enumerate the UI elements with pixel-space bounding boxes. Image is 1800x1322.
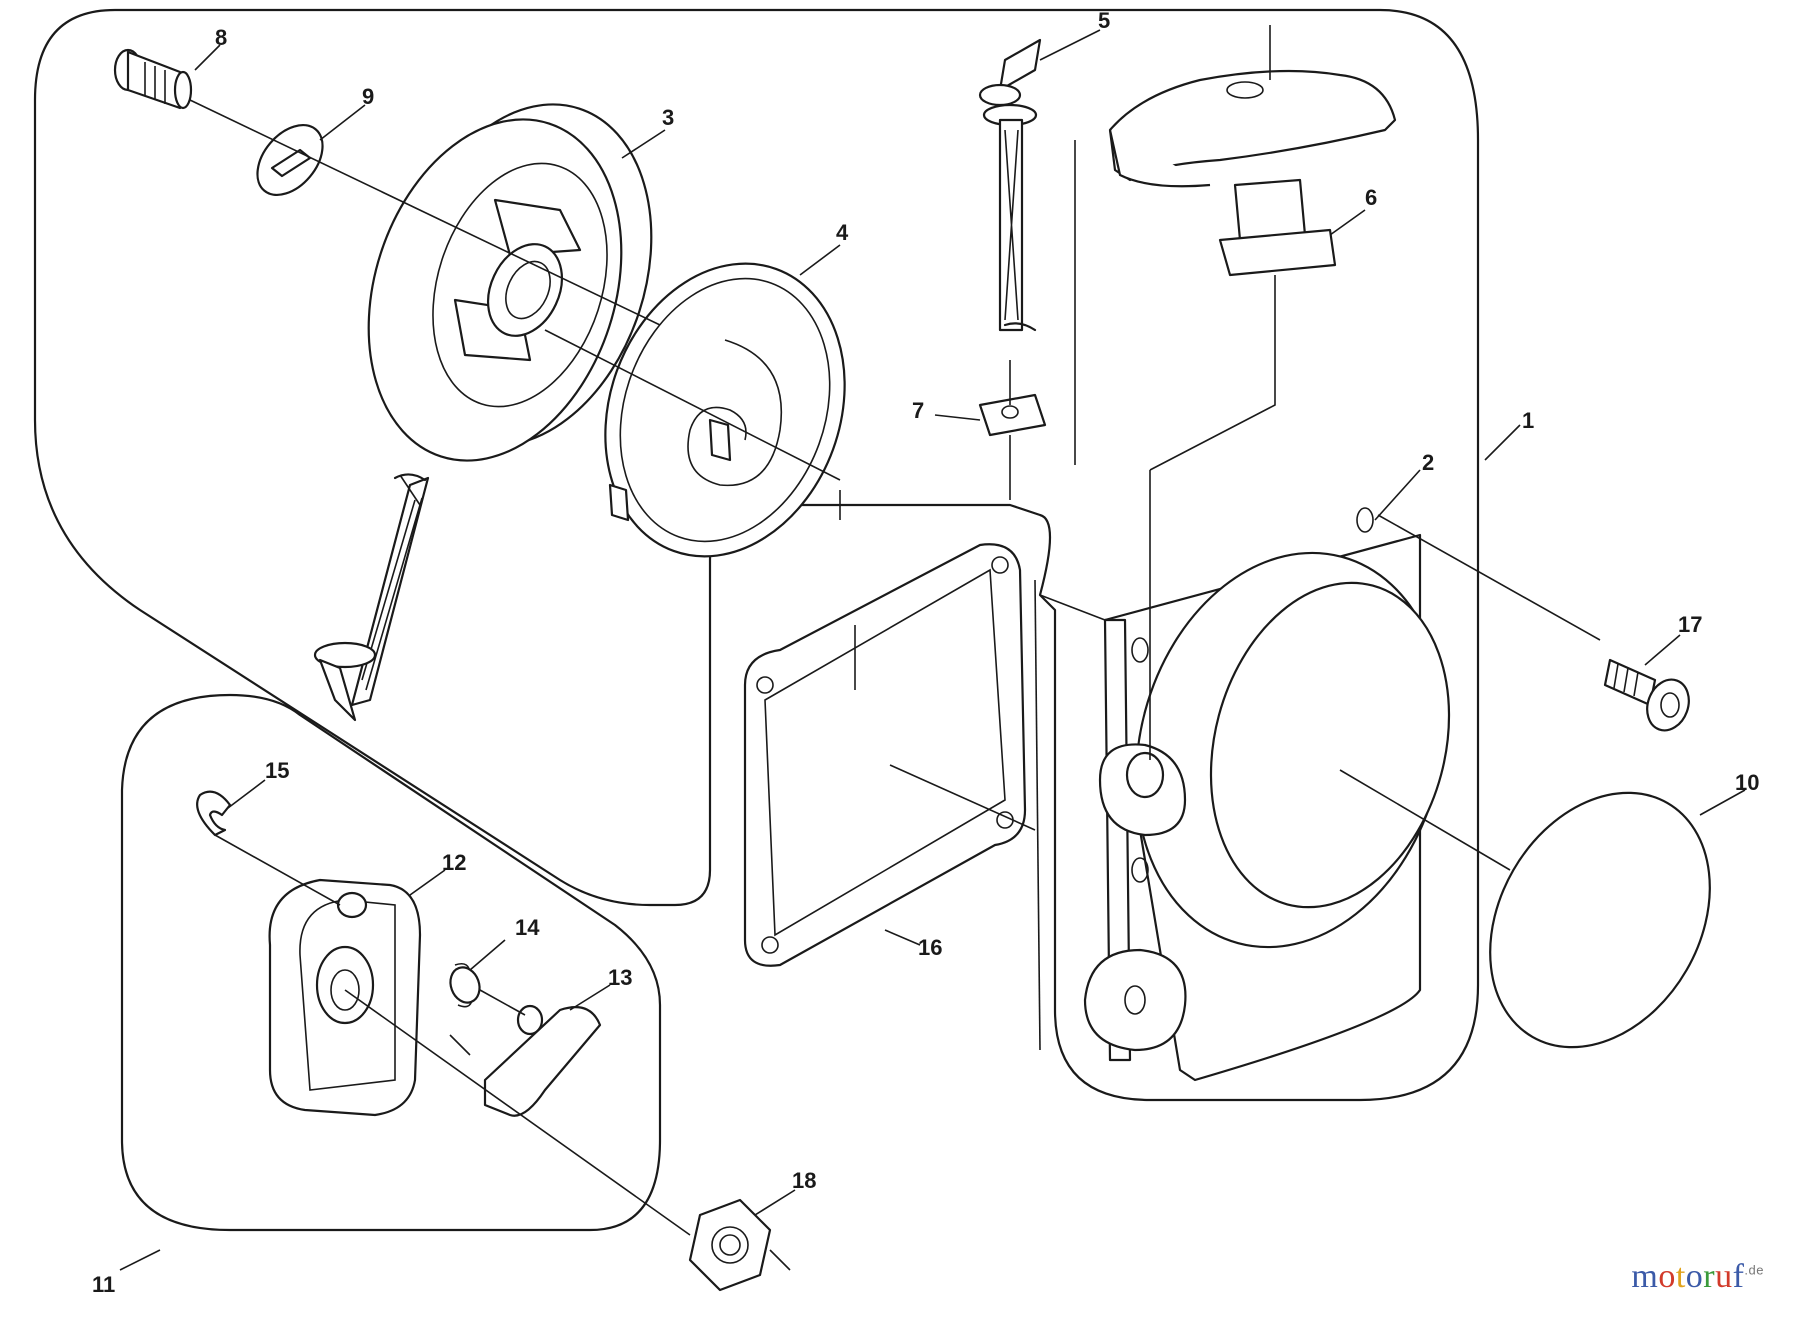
watermark-suffix: .de — [1744, 1262, 1764, 1278]
callout-leaders — [119, 29, 1746, 1271]
watermark-text: motoruf — [1631, 1258, 1744, 1295]
watermark-letter: f — [1732, 1258, 1745, 1295]
part-7-clip — [978, 393, 1047, 437]
part-18-nut — [688, 1198, 772, 1292]
part-6-handle — [1108, 69, 1397, 277]
watermark-letter: t — [1675, 1258, 1686, 1295]
part-13-pawl — [483, 1004, 602, 1117]
part-12-ratchet — [268, 878, 422, 1117]
part-17-bolt — [1603, 658, 1690, 732]
assembly-axis-lines — [189, 25, 1601, 1271]
watermark-logo: motoruf.de — [1631, 1258, 1764, 1296]
callout-2: 2 — [1422, 450, 1434, 475]
callout-6: 6 — [1365, 185, 1377, 210]
part-16-gasket — [743, 543, 1027, 967]
assembly-outline-upper — [33, 8, 1480, 1102]
callout-3: 3 — [662, 105, 674, 130]
watermark-letter: u — [1715, 1258, 1733, 1295]
part-15-clip — [196, 790, 232, 837]
watermark-letter: o — [1658, 1258, 1676, 1295]
callout-10: 10 — [1735, 770, 1759, 795]
part-9-washer — [256, 123, 324, 197]
callout-4: 4 — [836, 220, 849, 245]
part-5-rope-top — [978, 38, 1042, 332]
part-10-disc — [1489, 791, 1711, 1049]
watermark-letter: o — [1685, 1258, 1704, 1295]
callout-16: 16 — [918, 935, 942, 960]
part-14-spring — [449, 962, 481, 1008]
part-4-spring — [604, 262, 846, 558]
part-8-screw — [113, 48, 193, 110]
callout-1: 1 — [1522, 408, 1534, 433]
callout-13: 13 — [608, 965, 632, 990]
callout-12: 12 — [442, 850, 466, 875]
callout-labels: 1 2 3 4 5 6 7 8 9 10 11 12 13 14 15 16 1… — [92, 8, 1759, 1297]
callout-14: 14 — [515, 915, 540, 940]
part-3-pulley — [367, 103, 653, 462]
callout-5: 5 — [1098, 8, 1110, 33]
watermark-letter: m — [1631, 1258, 1659, 1295]
callout-11: 11 — [92, 1272, 115, 1297]
callout-9: 9 — [362, 84, 374, 109]
callout-18: 18 — [792, 1168, 816, 1193]
callout-17: 17 — [1678, 612, 1702, 637]
callout-7: 7 — [912, 398, 924, 423]
subassembly-outline-11 — [120, 693, 662, 1232]
callout-15: 15 — [265, 758, 289, 783]
watermark-letter: r — [1703, 1258, 1716, 1295]
part-starter-rope-left — [313, 473, 430, 722]
part-1-housing — [1083, 507, 1451, 1082]
callout-8: 8 — [215, 25, 227, 50]
